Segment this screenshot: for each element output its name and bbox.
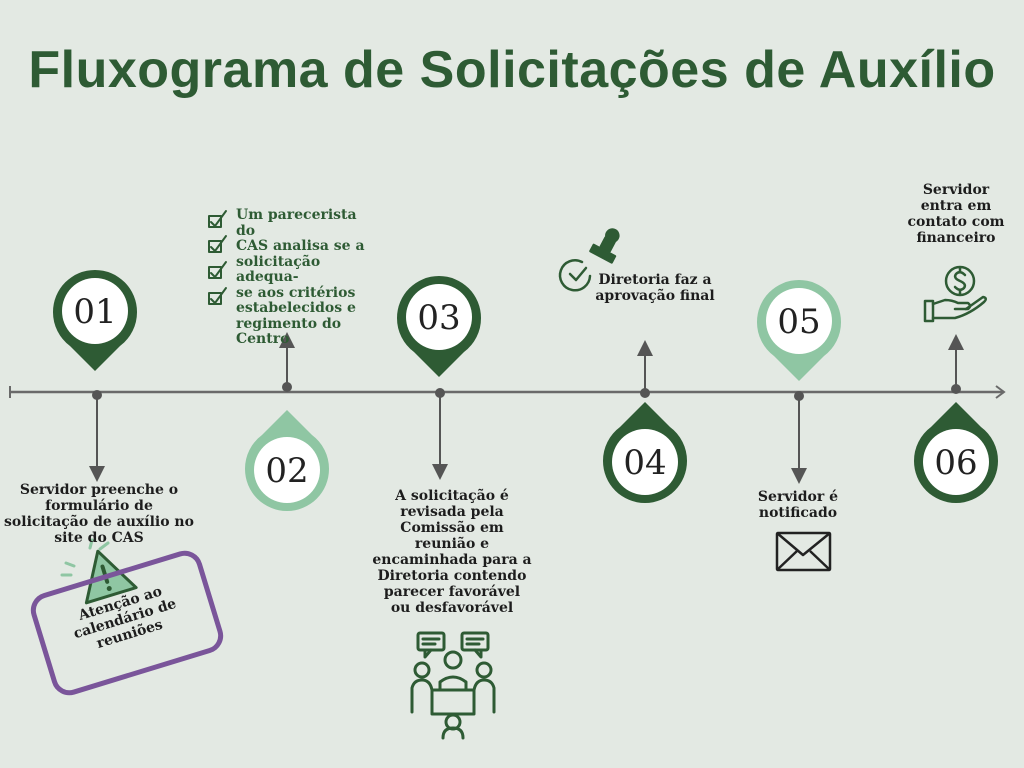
warning-icon xyxy=(84,549,138,605)
marker-02 xyxy=(244,410,330,511)
marker-05 xyxy=(756,280,842,381)
step-06-text: Servidor entra em contato com financeiro xyxy=(907,182,1005,246)
step-05-text: Servidor é notificado xyxy=(757,489,839,521)
step-01-text: Servidor preenche o formulário de solici… xyxy=(4,482,194,546)
step-04-text: Diretoria faz a aprovação final xyxy=(595,272,715,304)
checklist-line: Um parecerista do xyxy=(236,207,357,239)
approval-stamp-icon xyxy=(558,228,620,292)
step-number-01: 01 xyxy=(73,292,116,332)
step-number-04: 04 xyxy=(623,443,666,483)
step-number-02: 02 xyxy=(265,451,308,491)
checkbox-icon xyxy=(208,235,227,253)
checkbox-icon xyxy=(208,210,227,228)
money-hand-icon xyxy=(923,265,987,323)
step-03-text: A solicitação é revisada pela Comissão e… xyxy=(372,488,532,616)
checklist-line: solicitação adequa- xyxy=(236,253,321,285)
checklist-line: estabelecidos e xyxy=(236,300,356,316)
checklist-line: regimento do xyxy=(236,315,342,332)
checkbox-icon xyxy=(208,261,227,279)
page-title: Fluxograma de Solicitações de Auxílio xyxy=(28,41,996,99)
step-02-checklist: Um parecerista do CAS analisa se a solic… xyxy=(208,207,378,348)
marker-06 xyxy=(913,402,999,503)
meeting-icon xyxy=(410,631,496,740)
marker-04 xyxy=(602,402,688,503)
checkbox-icon xyxy=(208,287,227,305)
envelope-icon xyxy=(775,531,832,572)
checklist-line: se aos critérios xyxy=(236,284,356,301)
checklist-line: CAS analisa se a xyxy=(236,238,365,254)
step-number-03: 03 xyxy=(417,298,460,338)
step-number-05: 05 xyxy=(777,302,820,342)
marker-03 xyxy=(396,276,482,377)
step-number-06: 06 xyxy=(934,443,977,483)
warning-rays-icon xyxy=(60,538,110,577)
checklist-line: Centro xyxy=(236,331,290,347)
marker-01 xyxy=(52,269,138,371)
